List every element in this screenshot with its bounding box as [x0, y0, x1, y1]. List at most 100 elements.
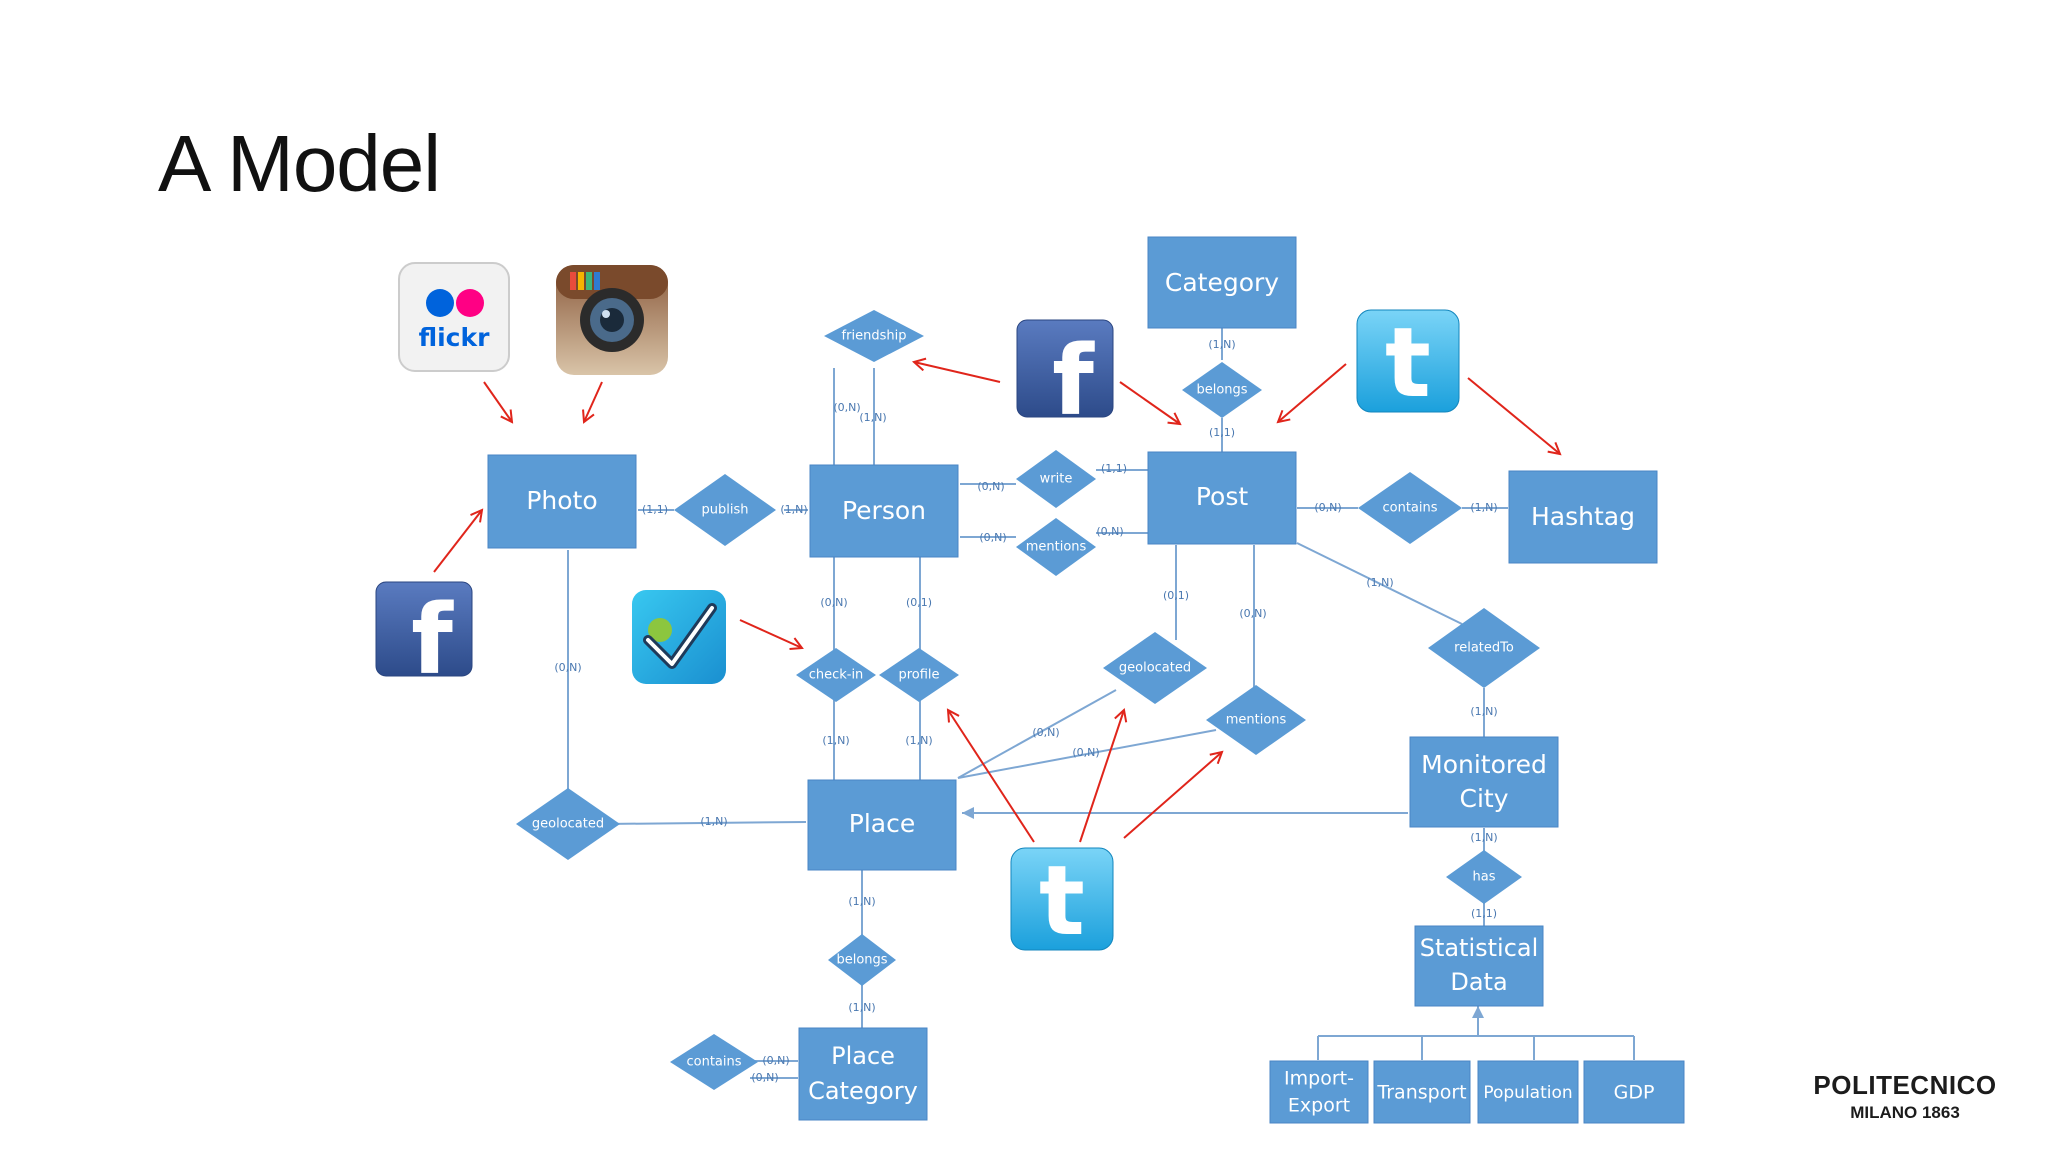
rel-belongs-post: belongs [1182, 362, 1262, 418]
entity-place-category-label-1: Place [831, 1042, 895, 1070]
rel-mentions-place-label: mentions [1226, 713, 1287, 728]
twitter-icon-bottom: t [1010, 845, 1114, 957]
rel-write: write [1016, 450, 1096, 508]
entity-place-category-label-2: Category [808, 1077, 918, 1105]
card-checkin-place: (1,N) [822, 734, 849, 747]
entity-statistical-data: Statistical Data [1414, 925, 1544, 1007]
card-photo-geolocated: (0,N) [554, 661, 581, 674]
entity-import-export-label-2: Export [1288, 1095, 1350, 1117]
rel-geolocated-post: geolocated [1103, 632, 1207, 704]
entity-transport: Transport [1373, 1060, 1471, 1124]
card-cat-belongs: (1,N) [1208, 338, 1235, 351]
entity-import-export-label-1: Import- [1284, 1068, 1354, 1090]
instagram-camera-icon [556, 265, 668, 375]
entity-population: Population [1477, 1060, 1579, 1124]
card-person-checkin: (0,N) [820, 596, 847, 609]
card-belongs-placecat: (1,N) [848, 1001, 875, 1014]
entity-photo: Photo [487, 454, 637, 549]
card-friend-b: (1,N) [859, 411, 886, 424]
entity-hashtag: Hashtag [1508, 470, 1658, 564]
rel-belongs-place-label: belongs [836, 953, 887, 968]
facebook-icon-top: f [1016, 319, 1114, 437]
twitter-icon-bottom-glyph: t [1039, 845, 1085, 957]
rel-write-label: write [1040, 472, 1073, 487]
slide-title: A Model [158, 119, 441, 208]
rel-profile-label: profile [898, 668, 939, 683]
card-photo-publish: (1,1) [642, 503, 668, 516]
rel-contains-hashtag-label: contains [1382, 501, 1437, 516]
rel-check-in: check-in [796, 648, 876, 702]
entity-photo-label: Photo [526, 486, 597, 515]
card-mentions-post: (0,N) [1096, 525, 1123, 538]
rel-geolocated-photo: geolocated [516, 788, 620, 860]
flickr-icon: flickr [398, 262, 510, 372]
rel-contains-place-category-label: contains [686, 1055, 741, 1070]
card-place-mentions: (0,N) [1072, 746, 1099, 759]
twitter-icon-top-glyph: t [1385, 307, 1431, 419]
rel-mentions-person-label: mentions [1026, 540, 1087, 555]
card-contains-b: (0,N) [751, 1071, 778, 1084]
entity-monitored-city: Monitored City [1409, 736, 1559, 828]
card-place-geo-post: (0,N) [1032, 726, 1059, 739]
entity-transport-label: Transport [1376, 1082, 1466, 1104]
entity-category: Category [1147, 236, 1297, 329]
card-friend-a: (0,N) [833, 401, 860, 414]
logo-main-text: POLITECNICO [1813, 1070, 1997, 1100]
entity-place-category: Place Category [798, 1027, 928, 1121]
entity-monitored-city-label-1: Monitored [1421, 750, 1547, 779]
card-contains-a: (0,N) [762, 1054, 789, 1067]
rel-related-to: relatedTo [1428, 608, 1540, 688]
cardinality-labels: (1,N) (1,1) (0,N) (1,N) (1,1) (1,N) (0,N… [554, 338, 1497, 1084]
entity-person: Person [809, 464, 959, 558]
entity-category-label: Category [1165, 268, 1279, 297]
politecnico-logo: POLITECNICO MILANO 1863 [1800, 1070, 2010, 1123]
rel-has-label: has [1473, 870, 1496, 885]
rel-mentions-place: mentions [1206, 685, 1306, 755]
rel-friendship: friendship [824, 310, 924, 362]
card-has-stat: (1,1) [1471, 907, 1497, 920]
card-person-mentions: (0,N) [979, 531, 1006, 544]
entity-population-label: Population [1483, 1083, 1572, 1103]
rel-profile: profile [879, 648, 959, 702]
rel-belongs-place: belongs [828, 934, 896, 986]
logo-sub-text: MILANO 1863 [1850, 1103, 1960, 1122]
card-geolocated-place: (1,N) [700, 815, 727, 828]
card-publish-person: (1,N) [780, 503, 807, 516]
rel-has: has [1446, 850, 1522, 904]
facebook-icon-top-glyph: f [1052, 325, 1095, 437]
rel-geolocated-photo-label: geolocated [532, 817, 604, 832]
card-write-post: (1,1) [1101, 462, 1127, 475]
connector-lines [567, 328, 1635, 1079]
entity-post: Post [1147, 451, 1297, 545]
card-profile-place: (1,N) [905, 734, 932, 747]
card-post-geolocated: (0,1) [1163, 589, 1189, 602]
rel-publish: publish [674, 474, 776, 546]
card-person-profile: (0,1) [906, 596, 932, 609]
entity-statistical-data-label-2: Data [1450, 968, 1507, 996]
entity-place: Place [807, 779, 957, 871]
card-place-belongs: (1,N) [848, 895, 875, 908]
foursquare-check-icon [632, 590, 726, 684]
rel-contains-hashtag: contains [1358, 472, 1462, 544]
rel-publish-label: publish [702, 503, 749, 518]
card-post-mentions: (0,N) [1239, 607, 1266, 620]
entity-import-export: Import- Export [1269, 1060, 1369, 1124]
rel-belongs-post-label: belongs [1196, 383, 1247, 398]
entity-place-label: Place [849, 809, 915, 838]
entity-statistical-data-label-1: Statistical [1420, 934, 1539, 962]
entity-gdp-label: GDP [1614, 1082, 1655, 1104]
source-arrows [433, 362, 1560, 843]
flickr-icon-text: flickr [419, 323, 491, 352]
entity-post-label: Post [1196, 482, 1249, 511]
card-belongs-post: (1,1) [1209, 426, 1235, 439]
twitter-icon-top: t [1356, 307, 1460, 419]
entity-gdp: GDP [1583, 1060, 1685, 1124]
card-post-contains: (0,N) [1314, 501, 1341, 514]
facebook-icon-left: f [375, 581, 473, 696]
facebook-icon-left-glyph: f [411, 584, 454, 696]
rel-mentions-person: mentions [1016, 518, 1096, 576]
card-post-related: (1,N) [1366, 576, 1393, 589]
rel-related-to-label: relatedTo [1454, 641, 1514, 656]
rel-friendship-label: friendship [842, 329, 907, 344]
card-person-write: (0,N) [977, 480, 1004, 493]
